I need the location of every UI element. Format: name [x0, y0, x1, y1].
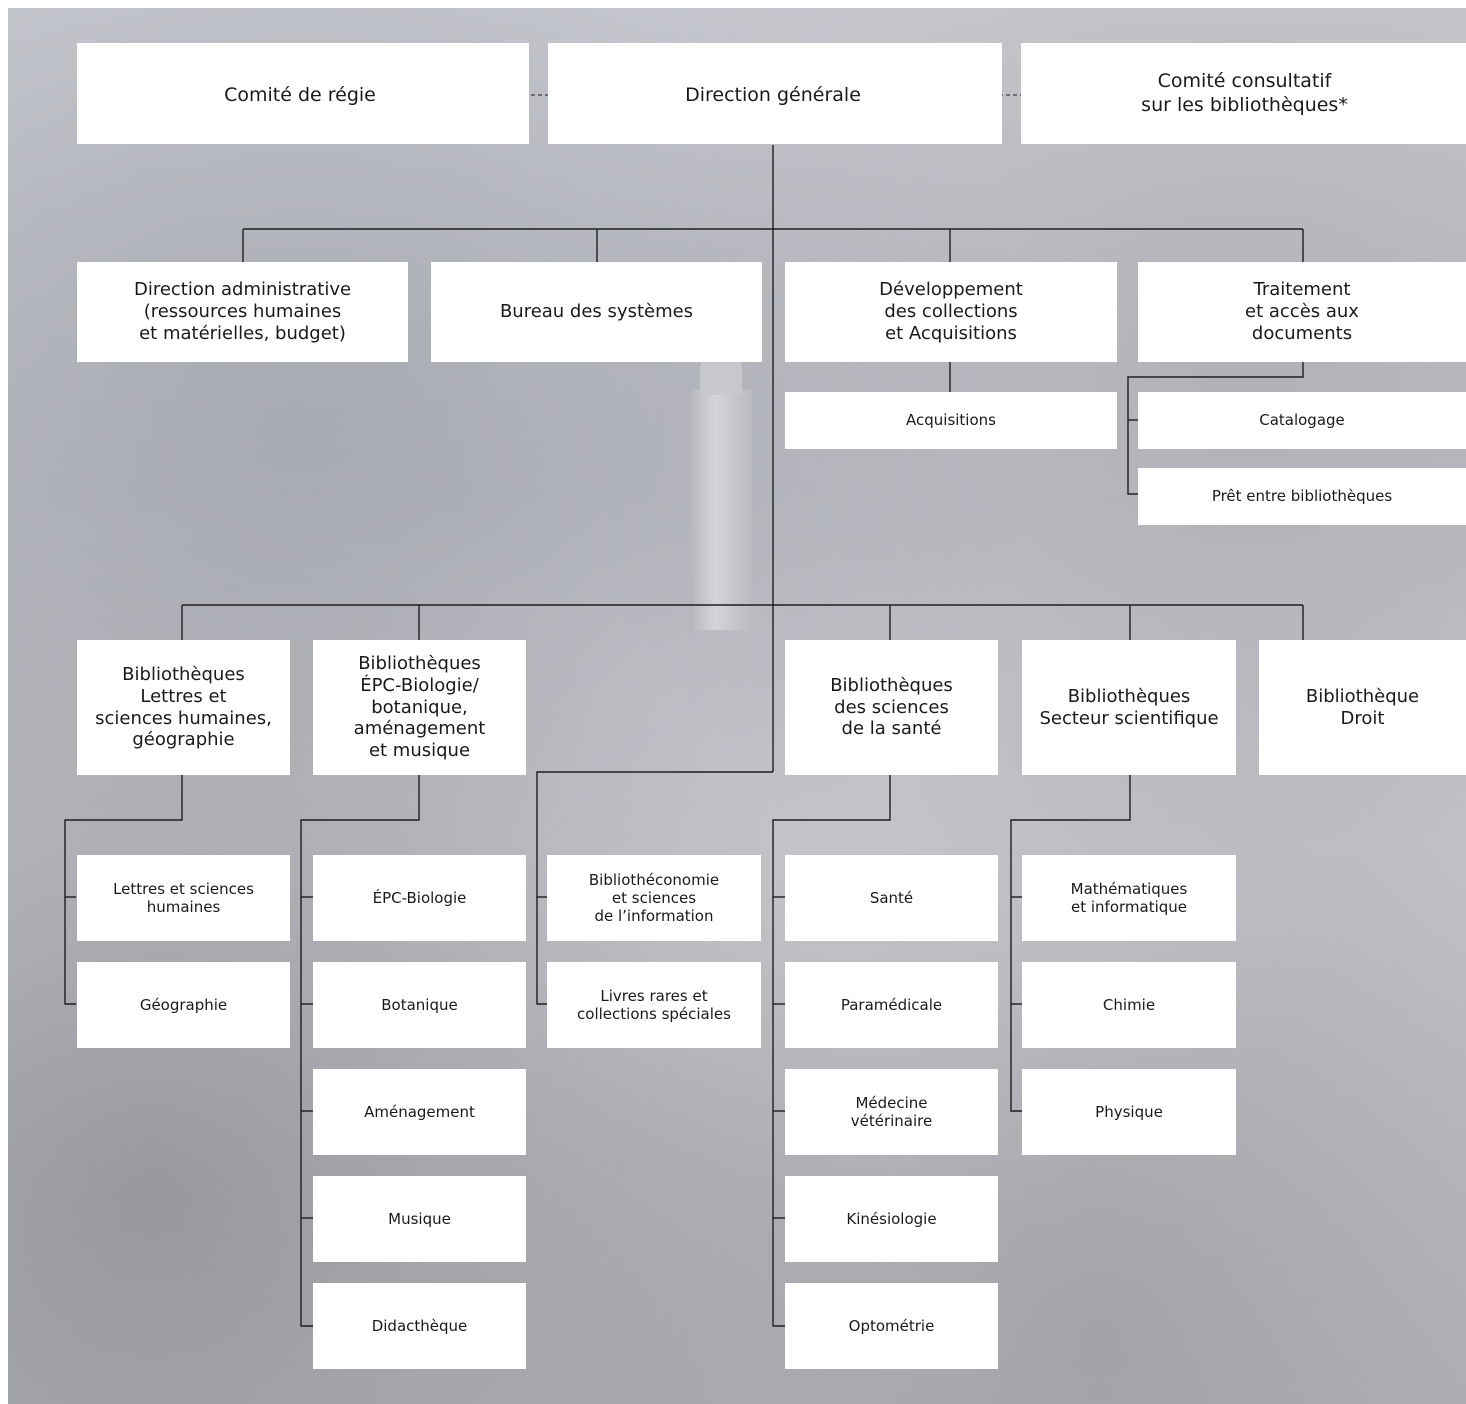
- group-epc-biologie: Bibliothèques ÉPC-Biologie/ botanique, a…: [313, 640, 526, 775]
- pret-entre-bibliotheques-box: Prêt entre bibliothèques: [1138, 468, 1466, 525]
- unit-botanique: Botanique: [313, 962, 526, 1048]
- group-droit: Bibliothèque Droit: [1259, 640, 1466, 775]
- direction-generale-label: Direction générale: [672, 84, 874, 106]
- comite-consultatif-box: Comité consultatif sur les bibliothèques…: [1021, 43, 1466, 144]
- unit-paramedicale: Paramédicale: [785, 962, 998, 1048]
- unit-musique: Musique: [313, 1176, 526, 1262]
- unit-chimie: Chimie: [1022, 962, 1236, 1048]
- unit-physique: Physique: [1022, 1069, 1236, 1155]
- developpement-collections-box: Développement des collections et Acquisi…: [785, 262, 1117, 362]
- unit-mathematiques: Mathématiques et informatique: [1022, 855, 1236, 941]
- unit-livres-rares: Livres rares et collections spéciales: [547, 962, 761, 1048]
- group-secteur-scientifique: Bibliothèques Secteur scientifique: [1022, 640, 1236, 775]
- unit-sante: Santé: [785, 855, 998, 941]
- unit-optometrie: Optométrie: [785, 1283, 998, 1369]
- group-sciences-sante: Bibliothèques des sciences de la santé: [785, 640, 998, 775]
- comite-regie-label: Comité de régie: [210, 84, 390, 106]
- acquisitions-box: Acquisitions: [785, 392, 1117, 449]
- unit-kinesiologie: Kinésiologie: [785, 1176, 998, 1262]
- unit-bibliotheconomie: Bibliothéconomie et sciences de l’inform…: [547, 855, 761, 941]
- unit-epc-biologie: ÉPC-Biologie: [313, 855, 526, 941]
- bureau-systemes-box: Bureau des systèmes: [431, 262, 762, 362]
- unit-didactheque: Didacthèque: [313, 1283, 526, 1369]
- direction-administrative-box: Direction administrative (ressources hum…: [77, 262, 408, 362]
- group-lettres-sciences-humaines: Bibliothèques Lettres et sciences humain…: [77, 640, 290, 775]
- catalogage-box: Catalogage: [1138, 392, 1466, 449]
- traitement-documents-box: Traitement et accès aux documents: [1138, 262, 1466, 362]
- unit-medecine-veterinaire: Médecine vétérinaire: [785, 1069, 998, 1155]
- unit-lettres-sciences-humaines: Lettres et sciences humaines: [77, 855, 290, 941]
- tower-silhouette: [690, 350, 752, 630]
- unit-amenagement: Aménagement: [313, 1069, 526, 1155]
- unit-geographie: Géographie: [77, 962, 290, 1048]
